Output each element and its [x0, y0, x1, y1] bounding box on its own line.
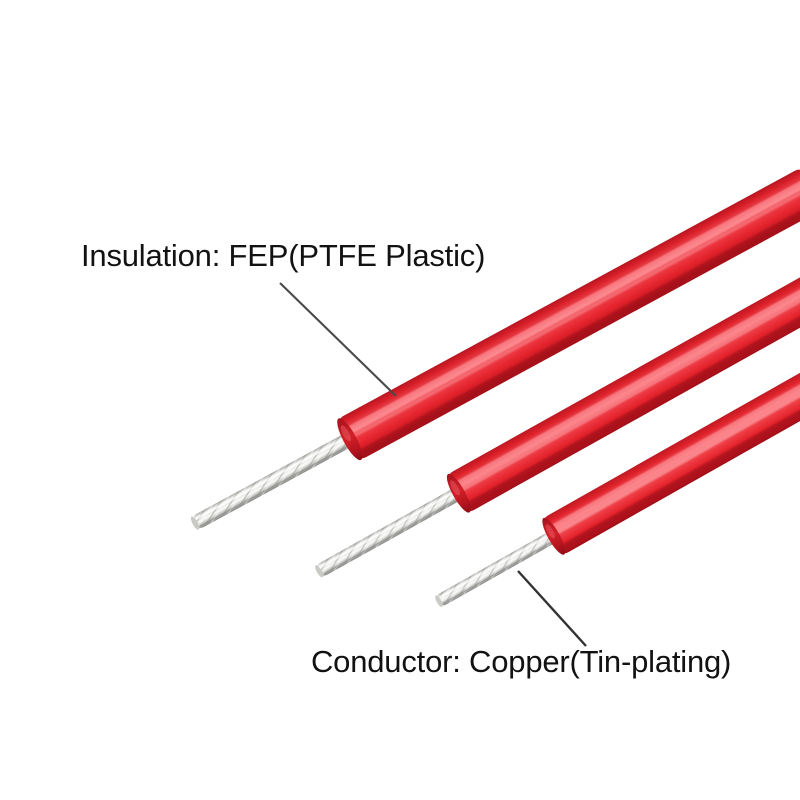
wire-1-conductor — [190, 432, 357, 530]
wire-1-insulation — [337, 169, 800, 461]
wire-3 — [435, 349, 800, 607]
wire-2-insulation — [446, 268, 800, 513]
conductor-label: Conductor: Copper(Tin-plating) — [311, 644, 732, 679]
insulation-label: Insulation: FEP(PTFE Plastic) — [81, 238, 486, 273]
wire-3-insulation — [542, 349, 800, 555]
wire-2 — [315, 268, 800, 578]
wire-3-conductor — [435, 529, 561, 607]
wire-1 — [190, 169, 800, 530]
wire-2-conductor — [315, 486, 466, 578]
leader-line-conductor — [517, 570, 587, 647]
leader-line-insulation — [279, 282, 397, 397]
